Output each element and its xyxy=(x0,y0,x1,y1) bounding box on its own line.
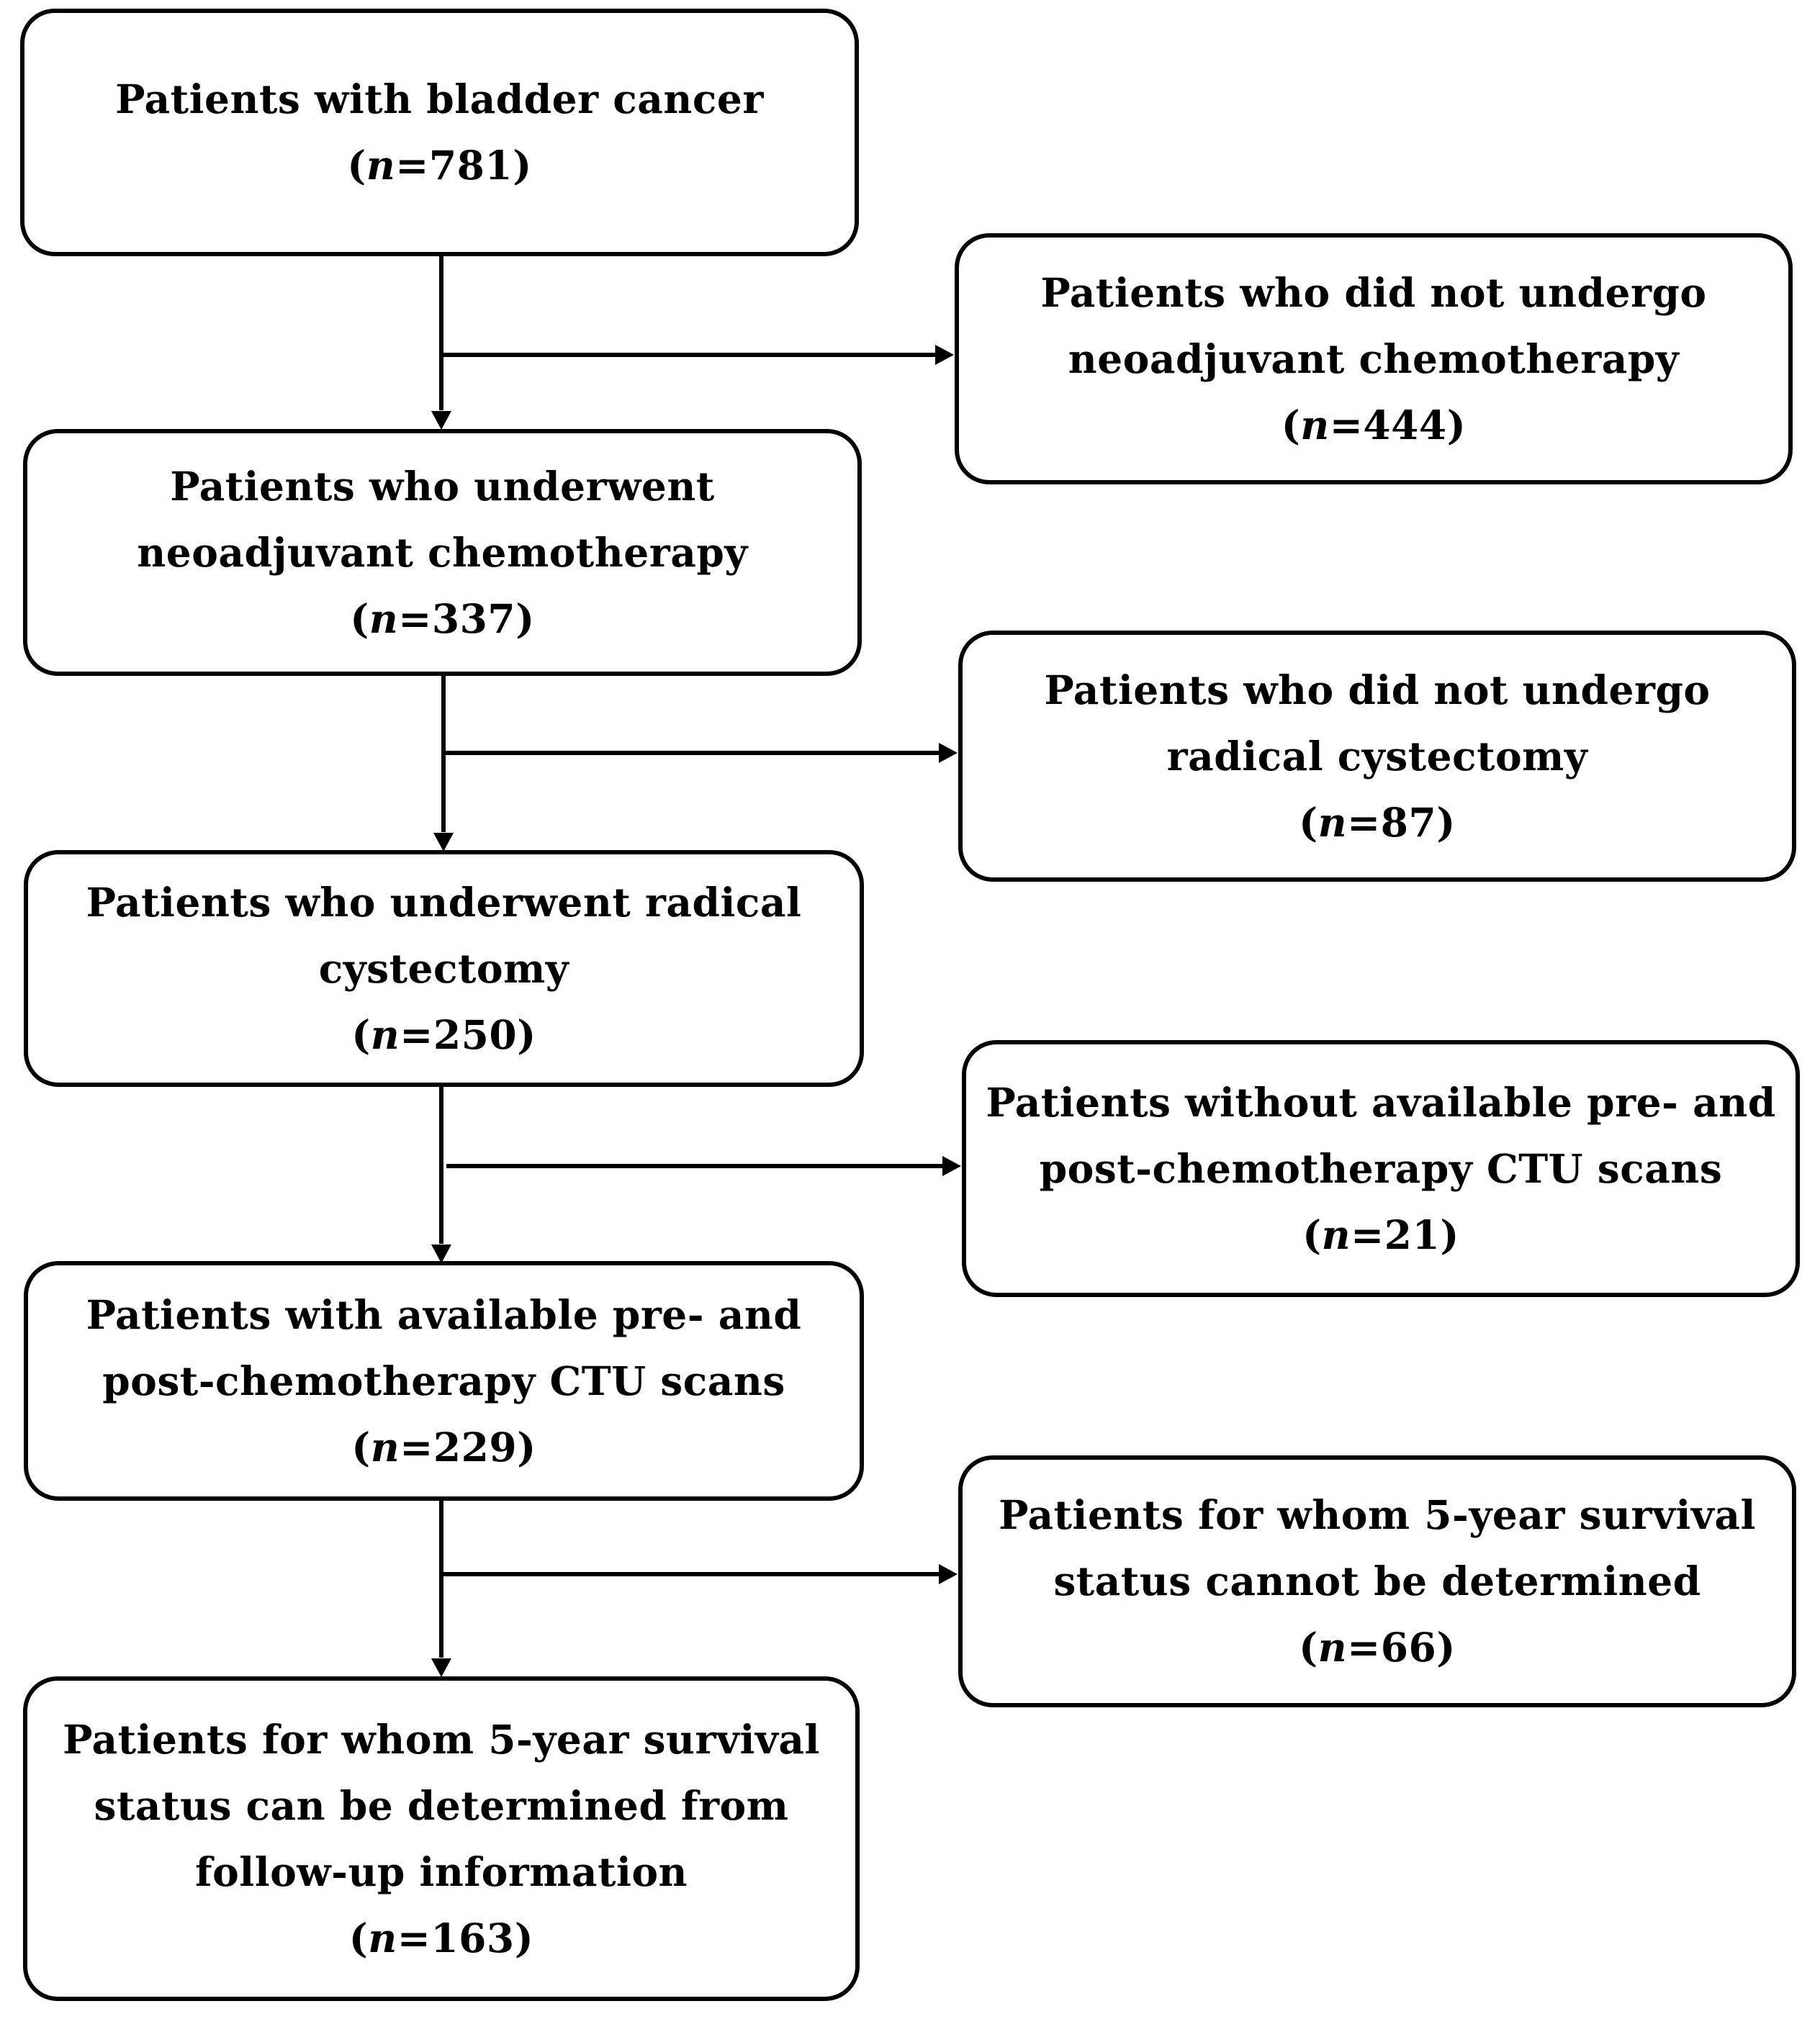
box-label-line: Patients with bladder cancer xyxy=(115,76,764,122)
box-label-line: follow-up information xyxy=(194,1848,688,1895)
box-label-line: Patients without available pre- and xyxy=(986,1078,1776,1126)
box-label-line: Patients who underwent xyxy=(170,462,715,510)
box-label-line: Patients who did not undergo xyxy=(1044,666,1711,713)
box-label-line: post-chemotherapy CTU scans xyxy=(102,1357,785,1404)
box-survival-undetermined: Patients for whom 5-year survival status… xyxy=(958,1455,1796,1707)
count-label: (n=337) xyxy=(350,595,535,642)
box-label-line: Patients who underwent radical xyxy=(86,878,802,926)
count-label: (n=21) xyxy=(1302,1211,1459,1258)
count-label: (n=87) xyxy=(1299,798,1456,846)
box-label-line: Patients who did not undergo xyxy=(1040,268,1707,316)
main-arrows xyxy=(439,255,446,1658)
box-label-line: status cannot be determined xyxy=(1053,1558,1701,1604)
main-arrowheads xyxy=(431,411,454,1677)
count-label: (n=66) xyxy=(1299,1624,1456,1671)
box-no-ctu: Patients without available pre- and post… xyxy=(962,1040,1800,1297)
count-label: (n=229) xyxy=(351,1423,536,1471)
box-underwent-nac: Patients who underwent neoadjuvant chemo… xyxy=(23,429,862,676)
box-label-line: status can be determined from xyxy=(94,1781,789,1829)
box-label-line: radical cystectomy xyxy=(1166,732,1588,780)
box-label-line: Patients for whom 5-year survival xyxy=(63,1715,820,1763)
box-available-ctu: Patients with available pre- and post-ch… xyxy=(24,1261,864,1501)
box-survival-determined: Patients for whom 5-year survival status… xyxy=(23,1676,860,2001)
count-label: (n=781) xyxy=(347,142,532,189)
box-no-cystectomy: Patients who did not undergo radical cys… xyxy=(958,631,1796,882)
side-arrows xyxy=(441,353,943,1576)
count-label: (n=163) xyxy=(348,1914,534,1961)
box-label-line: Patients with available pre- and xyxy=(86,1291,802,1338)
box-underwent-cystectomy: Patients who underwent radical cystectom… xyxy=(24,850,864,1087)
count-label: (n=250) xyxy=(351,1011,536,1058)
box-bladder-cancer: Patients with bladder cancer (n=781) xyxy=(20,9,859,256)
box-label-line: post-chemotherapy CTU scans xyxy=(1039,1144,1723,1192)
box-no-nac: Patients who did not undergo neoadjuvant… xyxy=(955,233,1793,484)
box-label-line: cystectomy xyxy=(318,944,569,992)
box-label-line: Patients for whom 5-year survival xyxy=(999,1491,1756,1538)
side-arrowheads xyxy=(935,345,961,1584)
box-label-line: neoadjuvant chemotherapy xyxy=(137,528,748,576)
count-label: (n=444) xyxy=(1281,401,1467,448)
box-label-line: neoadjuvant chemotherapy xyxy=(1068,335,1680,382)
